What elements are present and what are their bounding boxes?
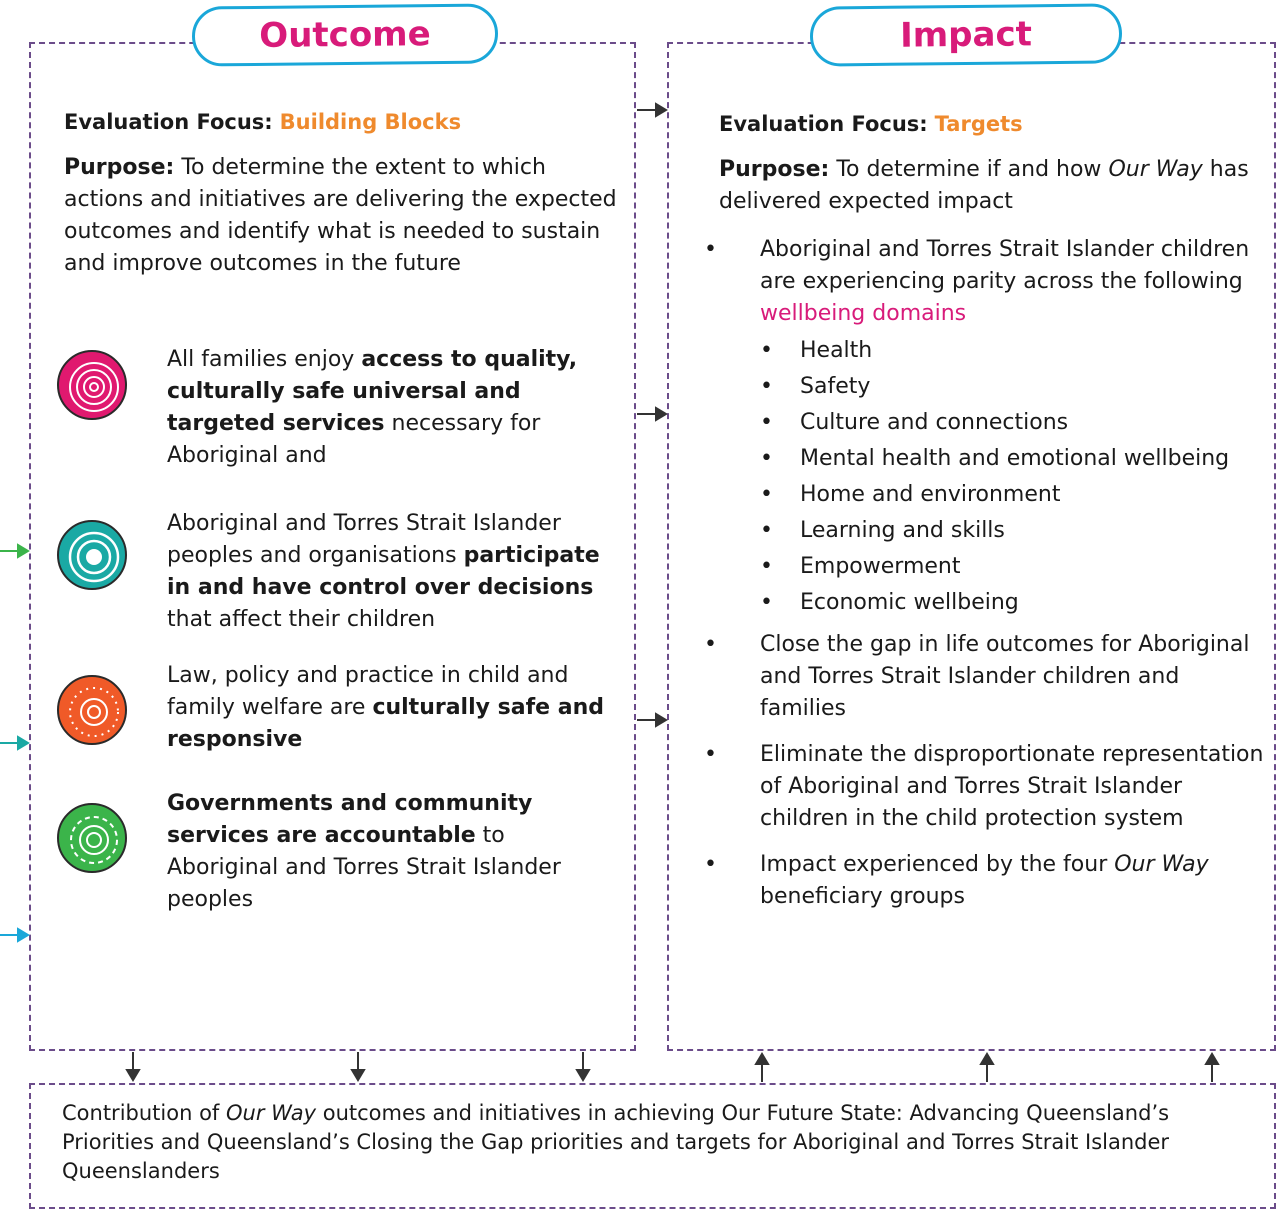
block-bold-text: access to quality, culturally safe unive… — [167, 347, 578, 436]
impact-bullet-close-gap: Close the gap in life outcomes for Abori… — [704, 629, 1268, 725]
block-bold-text: Governments and community services are a… — [167, 791, 533, 848]
building-block-accountability: Governments and community services are a… — [167, 788, 617, 916]
impact-purpose-label: Purpose: — [719, 157, 830, 182]
block-text: All families enjoy — [167, 347, 362, 372]
outcome-focus-value: Building Blocks — [279, 110, 462, 134]
outcome-focus-label: Evaluation Focus: — [64, 110, 273, 134]
contribution-text: Contribution of Our Way outcomes and ini… — [62, 1099, 1212, 1186]
orange-circle-icon — [57, 675, 127, 745]
up-arrow-icon — [1204, 1052, 1220, 1082]
contribution-text-end: outcomes and initiatives in achieving Ou… — [62, 1101, 1170, 1183]
domain-item: Health — [760, 333, 1268, 369]
block-text: Aboriginal and Torres Strait Islander pe… — [167, 511, 561, 568]
bullet-text: Aboriginal and Torres Strait Islander ch… — [760, 237, 1250, 294]
block-bold-text: participate in and have control over dec… — [167, 543, 600, 600]
block-text: to Aboriginal and Torres Strait Islander… — [167, 823, 561, 912]
domain-item: Safety — [760, 369, 1268, 405]
down-arrow-icon — [575, 1052, 591, 1082]
teal-circle-icon — [57, 520, 127, 590]
impact-focus-label: Evaluation Focus: — [719, 112, 928, 136]
up-arrow-icon — [754, 1052, 770, 1082]
impact-purpose-text: To determine if and how — [836, 157, 1109, 182]
impact-purpose: Purpose: To determine if and how Our Way… — [719, 154, 1264, 218]
impact-evaluation-focus: Evaluation Focus: Targets — [719, 108, 1259, 141]
contribution-italic: Our Way — [225, 1101, 317, 1125]
bullet-italic: Our Way — [1114, 852, 1209, 877]
impact-bullet-eliminate: Eliminate the disproportionate represent… — [704, 739, 1268, 835]
up-arrow-icon — [979, 1052, 995, 1082]
impact-bullet-parity: Aboriginal and Torres Strait Islander ch… — [704, 234, 1268, 621]
down-arrow-icon — [350, 1052, 366, 1082]
incoming-teal-arrow-icon — [0, 735, 30, 751]
block-bold-text: culturally safe and responsive — [167, 695, 604, 752]
domain-item: Learning and skills — [760, 513, 1268, 549]
impact-bullet-beneficiaries: Impact experienced by the four Our Way b… — [704, 849, 1268, 913]
right-arrow-icon — [637, 712, 668, 728]
incoming-blue-arrow-icon — [0, 927, 30, 943]
impact-purpose-italic: Our Way — [1108, 157, 1203, 182]
bullet-text: Impact experienced by the four — [760, 852, 1115, 877]
outcome-purpose: Purpose: To determine the extent to whic… — [64, 152, 630, 280]
impact-focus-value: Targets — [934, 112, 1023, 136]
contribution-box — [29, 1083, 1276, 1209]
contribution-text-start: Contribution of — [62, 1101, 226, 1125]
outcome-purpose-label: Purpose: — [64, 155, 175, 180]
bullet-text-end: beneficiary groups — [760, 884, 965, 909]
building-block-access: All families enjoy access to quality, cu… — [167, 344, 617, 472]
block-text: that affect their children — [167, 607, 436, 632]
block-text: necessary for Aboriginal and — [167, 411, 541, 468]
wellbeing-domain-list: Health Safety Culture and connections Me… — [760, 333, 1268, 621]
domain-item: Mental health and emotional wellbeing — [760, 441, 1268, 477]
incoming-green-arrow-icon — [0, 543, 30, 559]
green-circle-icon — [57, 803, 127, 873]
outcome-purpose-text: To determine the extent to which actions… — [64, 155, 617, 276]
building-block-law-policy: Law, policy and practice in child and fa… — [167, 660, 617, 756]
down-arrow-icon — [125, 1052, 141, 1082]
domain-item: Economic wellbeing — [760, 585, 1268, 621]
domain-item: Empowerment — [760, 549, 1268, 585]
right-arrow-icon — [637, 102, 668, 118]
building-block-participation: Aboriginal and Torres Strait Islander pe… — [167, 508, 617, 636]
domain-item: Home and environment — [760, 477, 1268, 513]
impact-purpose-text-end: has delivered expected impact — [719, 157, 1249, 214]
wellbeing-domains-label: wellbeing domains — [760, 301, 967, 326]
block-text: Law, policy and practice in child and fa… — [167, 663, 569, 720]
outcome-evaluation-focus: Evaluation Focus: Building Blocks — [64, 106, 624, 139]
pink-circle-icon — [57, 350, 127, 420]
domain-item: Culture and connections — [760, 405, 1268, 441]
right-arrow-icon — [637, 406, 668, 422]
impact-bullet-list: Aboriginal and Torres Strait Islander ch… — [704, 234, 1268, 913]
